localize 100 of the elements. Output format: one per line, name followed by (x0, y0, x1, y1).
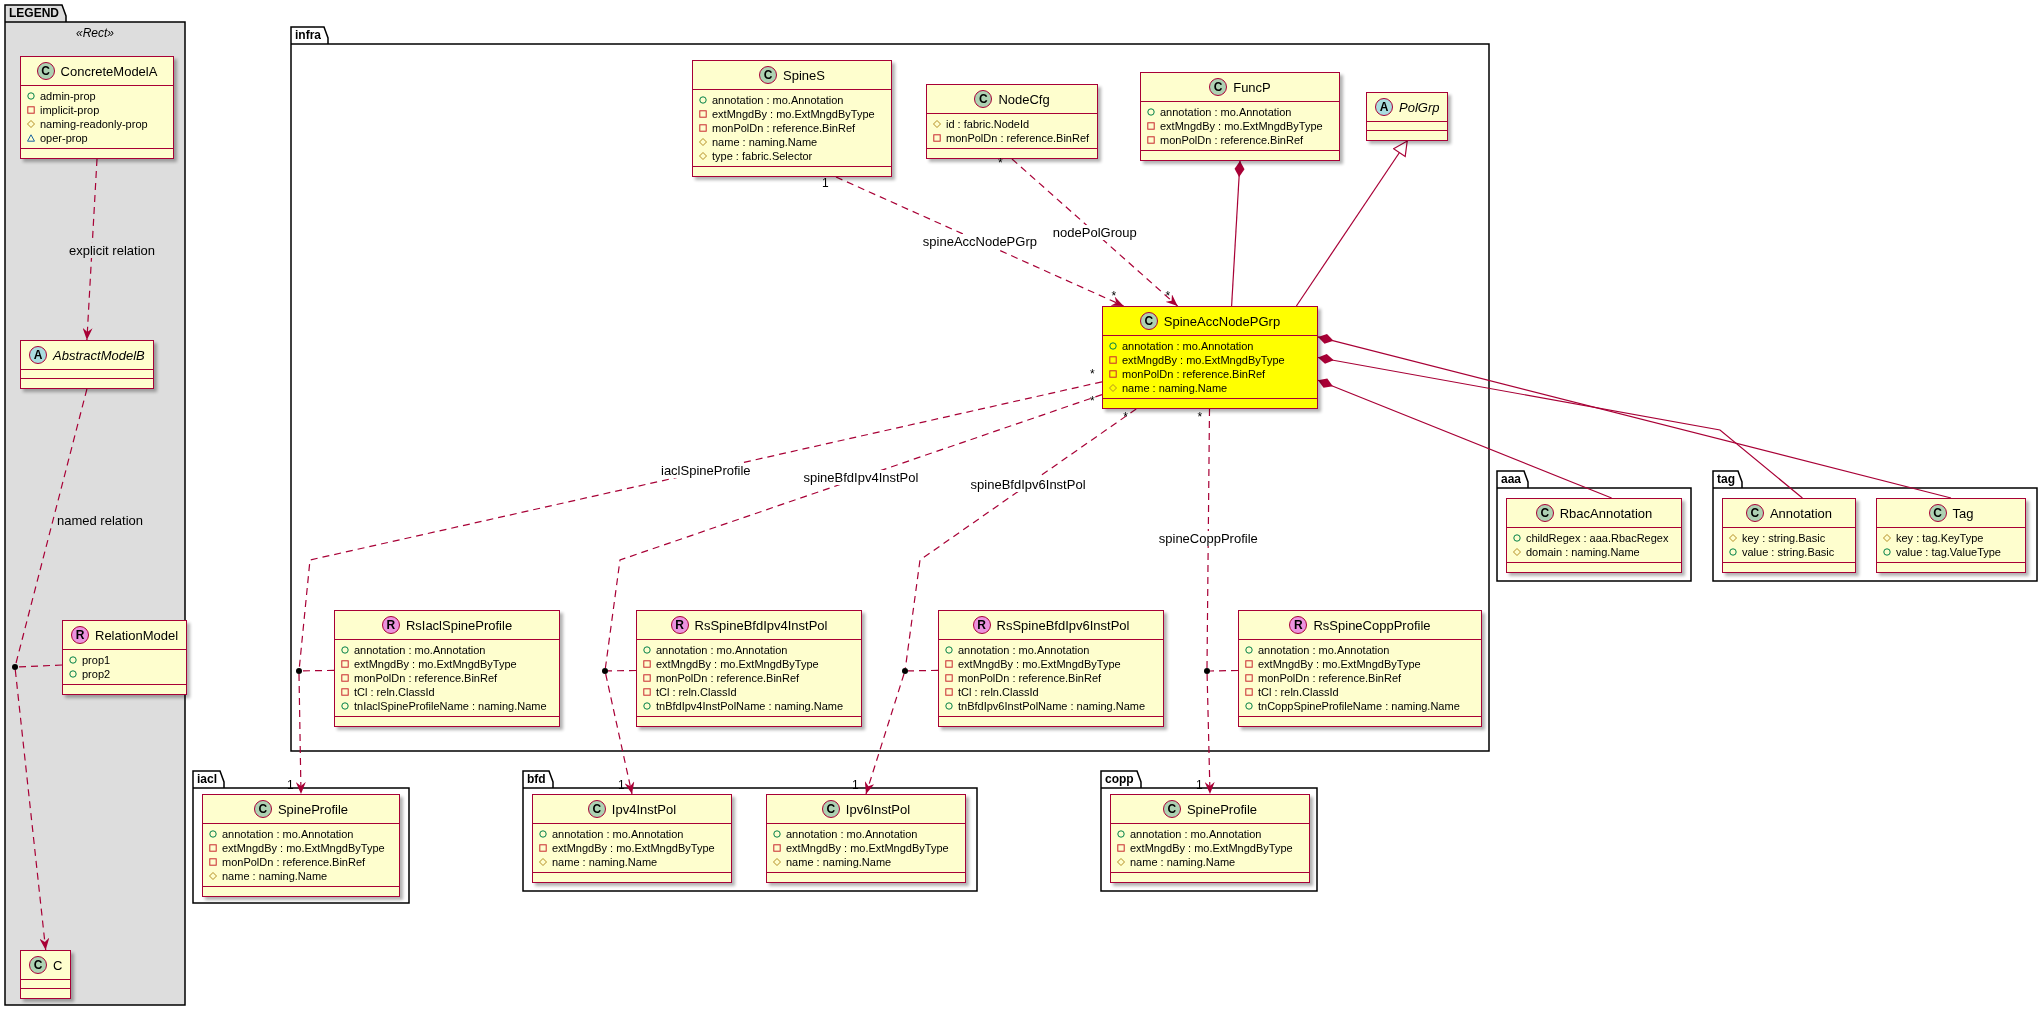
attribute-text: annotation : mo.Annotation (786, 827, 918, 841)
multiplicity-label: * (1090, 394, 1095, 408)
class-type-icon: C (759, 66, 778, 84)
attribute-text: monPolDn : reference.BinRef (222, 855, 366, 869)
attribute-text: extMngdBy : mo.ExtMngdByType (1122, 353, 1285, 367)
multiplicity-label: * (998, 157, 1003, 170)
package-frame (192, 770, 410, 904)
class-name: Annotation (1769, 505, 1833, 521)
attribute-text: tnBfdIpv6InstPolName : naming.Name (958, 699, 1146, 713)
attribute-text: monPolDn : reference.BinRef (1258, 671, 1402, 685)
class-box (202, 794, 400, 897)
class-name: Ipv4InstPol (611, 801, 677, 817)
connector-line (1209, 669, 1239, 672)
attribute-text: annotation : mo.Annotation (656, 643, 788, 657)
junction-dot (902, 668, 908, 674)
multiplicity-label: 1 (618, 779, 625, 792)
dependency-arrow (1204, 673, 1215, 795)
connector-line (17, 664, 63, 668)
attribute-text: monPolDn : reference.BinRef (656, 671, 800, 685)
class-name: ConcreteModelA (60, 63, 158, 79)
package-name: LEGEND (9, 6, 59, 20)
class-box (62, 620, 188, 695)
composition-line (1317, 334, 1952, 499)
attribute-text: annotation : mo.Annotation (222, 827, 354, 841)
dependency-arrow (295, 673, 306, 795)
connector-line (904, 408, 1137, 669)
stereotype-label: «Rect» (76, 26, 114, 40)
attribute-text: extMngdBy : mo.ExtMngdByType (1160, 119, 1323, 133)
edge-label: spineBfdIpv6InstPol (968, 477, 1088, 492)
connector-line (15, 388, 88, 665)
package-frame (1712, 470, 2038, 582)
dependency-arrow (1011, 158, 1179, 307)
class-box (20, 340, 154, 389)
class-box (532, 794, 732, 883)
class-box (692, 60, 892, 177)
class-box (1366, 92, 1449, 141)
multiplicity-label: 1 (822, 177, 829, 190)
attribute-text: tCl : reln.ClassId (1258, 685, 1339, 699)
class-type-icon: R (670, 616, 689, 634)
package-name: aaa (1501, 472, 1522, 486)
package-name: tag (1717, 472, 1735, 486)
dependency-arrow (605, 673, 635, 795)
class-box (766, 794, 966, 883)
dependency-arrow (864, 673, 905, 795)
class-box (926, 84, 1099, 159)
attribute-text: monPolDn : reference.BinRef (1122, 367, 1266, 381)
class-name: RsSpineCoppProfile (1313, 617, 1431, 633)
class-type-icon: R (71, 626, 89, 644)
attribute-text: annotation : mo.Annotation (552, 827, 684, 841)
class-name: Tag (1952, 505, 1974, 521)
connector-line (298, 381, 1103, 669)
attribute-text: annotation : mo.Annotation (1122, 339, 1254, 353)
attribute-text: annotation : mo.Annotation (1130, 827, 1262, 841)
class-name: RsIaclSpineProfile (405, 617, 513, 633)
class-name: NodeCfg (998, 91, 1050, 107)
class-type-icon: C (1535, 504, 1554, 522)
attribute-text: admin-prop (40, 89, 96, 103)
multiplicity-label: 1 (1196, 779, 1203, 792)
class-type-icon: C (1928, 504, 1947, 522)
edge-label: spineCoppProfile (1156, 531, 1260, 546)
attribute-text: monPolDn : reference.BinRef (946, 131, 1090, 145)
attribute-text: domain : naming.Name (1526, 545, 1640, 559)
attribute-text: implicit-prop (40, 103, 100, 117)
attribute-text: type : fabric.Selector (712, 149, 813, 163)
attribute-text: tCl : reln.ClassId (354, 685, 435, 699)
attribute-text: extMngdBy : mo.ExtMngdByType (656, 657, 819, 671)
attribute-text: prop2 (82, 667, 111, 681)
class-name: SpineProfile (277, 801, 349, 817)
class-type-icon: C (1745, 504, 1764, 522)
class-type-icon: A (29, 346, 47, 364)
composition-line (1317, 378, 1613, 499)
class-type-icon: C (821, 800, 840, 818)
class-box (20, 56, 174, 159)
attribute-text: annotation : mo.Annotation (1160, 105, 1292, 119)
composition-line (1317, 354, 1803, 499)
attribute-text: tCl : reln.ClassId (958, 685, 1039, 699)
class-name: SpineProfile (1186, 801, 1258, 817)
attribute-text: value : string.Basic (1742, 545, 1835, 559)
inheritance-arrow (1295, 140, 1408, 307)
class-type-icon: C (1209, 78, 1228, 96)
package-name: infra (295, 28, 321, 42)
attribute-text: extMngdBy : mo.ExtMngdByType (552, 841, 715, 855)
class-name: AbstractModelB (53, 347, 145, 363)
class-name: SpineAccNodePGrp (1163, 313, 1281, 329)
attribute-text: extMngdBy : mo.ExtMngdByType (354, 657, 517, 671)
class-box (1722, 498, 1856, 573)
package-frame (522, 770, 978, 892)
attribute-text: oper-prop (40, 131, 88, 145)
package-name: iacl (197, 772, 217, 786)
multiplicity-label: 1 (852, 779, 859, 792)
package-name: copp (1105, 772, 1134, 786)
attribute-text: prop1 (82, 653, 111, 667)
attribute-text: tCl : reln.ClassId (656, 685, 737, 699)
dependency-arrow (14, 669, 50, 951)
class-type-icon: R (381, 616, 400, 634)
attribute-text: tnIaclSpineProfileName : naming.Name (354, 699, 547, 713)
class-box (1110, 794, 1310, 883)
edge-label: iaclSpineProfile (659, 463, 753, 479)
attribute-text: extMngdBy : mo.ExtMngdByType (958, 657, 1121, 671)
attribute-text: monPolDn : reference.BinRef (958, 671, 1102, 685)
